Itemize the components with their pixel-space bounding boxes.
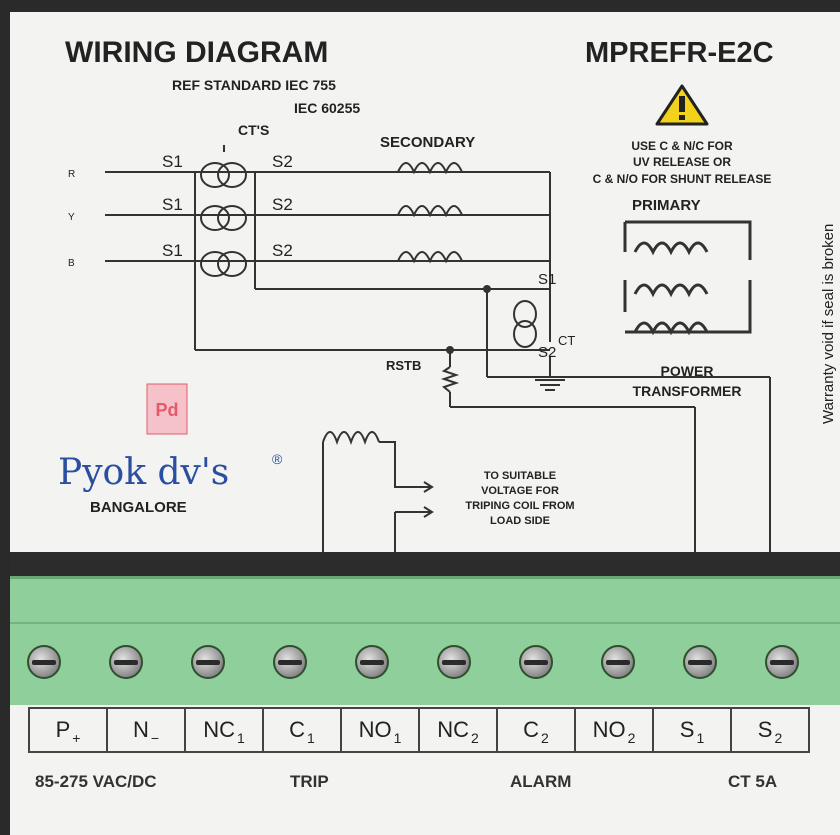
warranty-seal-text: Warranty void if seal is broken	[820, 224, 837, 424]
secondary-label: SECONDARY	[380, 134, 475, 151]
brand-logo-letters: Pd	[155, 400, 178, 420]
power-transformer-primary	[623, 220, 752, 336]
phase-lines	[105, 171, 771, 552]
junction-dot	[446, 346, 454, 354]
neutral-ct-coil	[513, 300, 537, 348]
secondary-coils	[397, 162, 463, 264]
terminal-screw[interactable]	[355, 645, 389, 679]
group-label-alarm: ALARM	[510, 772, 572, 791]
wiring-diagram: WIRING DIAGRAM REF STANDARD IEC 755 IEC …	[58, 36, 837, 552]
ct-s2-label: S2	[538, 344, 556, 361]
terminal-block	[10, 552, 840, 705]
group-label-supply: 85-275 VAC/DC	[35, 772, 157, 791]
terminal-label-n: N−	[106, 707, 186, 753]
rstb-resistor	[440, 366, 460, 393]
terminal-screw[interactable]	[765, 645, 799, 679]
brand-name: Pyok dv's	[58, 452, 229, 493]
terminal-screw[interactable]	[437, 645, 471, 679]
ct-s1-label: S1	[538, 271, 556, 288]
trip-note-line2: VOLTAGE FOR	[481, 485, 559, 497]
trip-note-line3: TRIPING COIL FROM	[465, 500, 574, 512]
s2-label: S2	[272, 241, 293, 260]
ground-icon	[535, 379, 565, 391]
brand-logo-mark: Pd	[146, 383, 188, 435]
trip-note-line1: TO SUITABLE	[484, 470, 556, 482]
neutral-ct-label: CT	[558, 333, 575, 348]
s1-label: S1	[162, 241, 183, 260]
terminal-screw[interactable]	[109, 645, 143, 679]
warning-line3: C & N/O FOR SHUNT RELEASE	[593, 172, 772, 186]
junction-dot	[483, 285, 491, 293]
terminal-screw[interactable]	[683, 645, 717, 679]
s2-label: S2	[272, 195, 293, 214]
brand-city: BANGALORE	[90, 499, 187, 516]
ref-standard-line2: IEC 60255	[294, 100, 360, 116]
terminal-screw[interactable]	[601, 645, 635, 679]
power-transformer-line2: TRANSFORMER	[633, 383, 742, 399]
s2-label: S2	[272, 152, 293, 171]
terminal-screw[interactable]	[519, 645, 553, 679]
s1-label: S1	[162, 152, 183, 171]
ct-coils	[200, 145, 247, 277]
group-label-ct: CT 5A	[728, 772, 778, 791]
model-number: MPREFR-E2C	[585, 37, 774, 69]
warning-triangle-icon	[655, 84, 709, 126]
terminal-screw[interactable]	[191, 645, 225, 679]
diagram-title: WIRING DIAGRAM	[65, 36, 328, 69]
ref-standard-line1: REF STANDARD IEC 755	[172, 77, 336, 93]
cts-label: CT'S	[238, 122, 269, 138]
warning-line1: USE C & N/C FOR	[631, 139, 733, 153]
relay-front-panel: WIRING DIAGRAM REF STANDARD IEC 755 IEC …	[10, 12, 840, 835]
terminal-label-p: P+	[28, 707, 108, 753]
terminal-screw[interactable]	[27, 645, 61, 679]
registered-mark: ®	[272, 451, 283, 467]
phase-label-r: R	[68, 169, 75, 180]
s1-label: S1	[162, 195, 183, 214]
tripping-coil	[322, 431, 434, 552]
power-transformer-line1: POWER	[661, 363, 714, 379]
warning-line2: UV RELEASE OR	[633, 155, 731, 169]
terminal-screw[interactable]	[273, 645, 307, 679]
trip-note-line4: LOAD SIDE	[490, 515, 550, 527]
primary-label: PRIMARY	[632, 197, 701, 214]
phase-label-b: B	[68, 258, 75, 269]
rstb-label: RSTB	[386, 358, 421, 373]
group-label-trip: TRIP	[290, 772, 329, 791]
phase-label-y: Y	[68, 212, 75, 223]
